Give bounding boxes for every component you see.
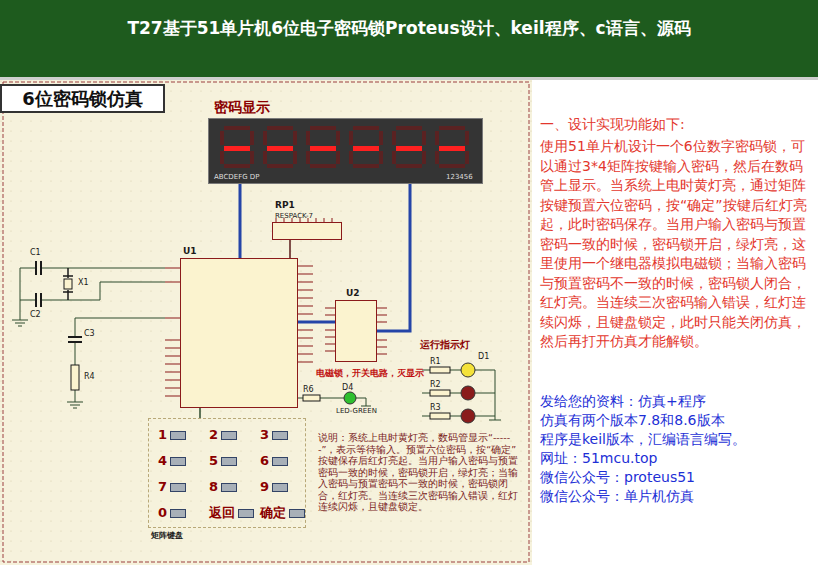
red-led	[461, 386, 475, 400]
resistor-symbol	[71, 365, 79, 390]
key-label: 7	[158, 479, 167, 495]
key-button: 5	[206, 451, 250, 471]
key-button: 2	[206, 425, 250, 445]
part-name: U1	[183, 246, 197, 257]
info-line: 微信公众号：proteus51	[540, 469, 695, 486]
page-title: T27基于51单片机6位电子密码锁Proteus设计、keil程序、c语言、源码	[0, 17, 818, 39]
resistor-symbol	[430, 390, 450, 396]
part-name: R1	[430, 357, 441, 367]
key-label: 确定	[260, 505, 286, 521]
part-name: R6	[303, 385, 314, 395]
lit-segment	[224, 146, 250, 151]
key-label: 8	[209, 479, 218, 495]
sheet-title-box: 6位密码锁仿真	[0, 84, 165, 113]
description-text: 使用51单片机设计一个6位数字密码锁，可以通过3*4矩阵按键输入密码，然后在数码…	[540, 137, 812, 352]
part-name: X1	[78, 278, 89, 288]
reset-wires	[67, 318, 165, 408]
part-value: LED-GREEN	[336, 407, 377, 415]
group-heading: 运行指示灯	[420, 339, 470, 351]
part-name: C1	[30, 248, 41, 258]
lit-segment	[267, 146, 293, 151]
keypad-caption: 矩阵键盘	[151, 531, 183, 541]
bus-connector	[377, 184, 410, 331]
key-label: 9	[260, 479, 269, 495]
capacitor-symbol	[68, 337, 82, 342]
key-button: 6	[257, 451, 301, 471]
key-label: 返回	[209, 505, 235, 521]
key-label: 0	[158, 505, 167, 521]
key-label: 3	[260, 427, 269, 443]
mcu-chip: U1	[180, 258, 298, 408]
u1-left-pins	[165, 268, 180, 396]
driver-chip: U2	[335, 300, 377, 362]
key-label: 2	[209, 427, 218, 443]
resistor-symbol	[430, 413, 450, 419]
key-button: 0	[155, 503, 199, 523]
info-line: 仿真有两个版本7.8和8.6版本	[540, 412, 725, 429]
section-heading: 一、设计实现功能如下:	[540, 116, 685, 133]
schematic-grid	[0, 80, 532, 565]
part-name: C3	[84, 329, 95, 339]
part-name: U2	[346, 288, 360, 299]
seven-segment-body	[208, 118, 483, 184]
bus-connector	[239, 184, 242, 258]
part-value: RESPACK-7	[275, 212, 313, 220]
part-name: R3	[430, 403, 441, 413]
sheet-border	[3, 82, 529, 562]
resistor-pack: RP1RESPACK-7	[272, 222, 342, 240]
matrix-keypad: 矩阵键盘1234567890返回确定	[148, 418, 306, 528]
key-button: 7	[155, 477, 199, 497]
key-label: 4	[158, 453, 167, 469]
pin-label: ABCDEFG DP	[214, 173, 259, 181]
display-heading: 密码显示	[214, 99, 270, 115]
crystal-wires	[12, 268, 165, 326]
key-label: 6	[260, 453, 269, 469]
lit-segment	[310, 146, 336, 151]
circuit-note: 电磁锁，开关电路，灭显示	[316, 368, 424, 378]
resistor-symbol	[303, 395, 320, 401]
schematic-note: 说明：系统上电时黄灯亮，数码管显示“------”，表示等待输入。预置六位密码，…	[318, 432, 524, 513]
key-button: 3	[257, 425, 301, 445]
bus-connector	[298, 321, 335, 324]
part-name: D1	[478, 352, 489, 362]
schematic-sheet	[0, 80, 532, 565]
part-name: D4	[342, 383, 353, 393]
info-line: 微信公众号：单片机仿真	[540, 488, 694, 505]
key-label: 5	[209, 453, 218, 469]
part-name: C2	[30, 310, 41, 320]
capacitor-symbol	[36, 261, 41, 307]
u1-right-pins	[298, 266, 313, 362]
key-button: 1	[155, 425, 199, 445]
part-name: R2	[430, 380, 441, 390]
yellow-led	[461, 363, 475, 377]
info-line: 网址：51mcu.top	[540, 450, 657, 467]
key-button: 8	[206, 477, 250, 497]
lit-segment	[439, 146, 465, 151]
key-button: 9	[257, 477, 301, 497]
info-line: 发给您的资料：仿真+程序	[540, 393, 706, 410]
crystal-symbol	[63, 268, 73, 300]
part-name: RP1	[275, 200, 295, 210]
key-label: 1	[158, 427, 167, 443]
crystal-symbol	[64, 279, 72, 289]
lit-segment	[396, 146, 422, 151]
title-banner	[0, 0, 818, 77]
pin-label: 123456	[446, 173, 473, 181]
unlit-segments	[222, 128, 467, 166]
key-button: 返回	[206, 503, 261, 523]
resistor-symbol	[430, 367, 450, 373]
wire-connector	[289, 240, 291, 258]
key-button: 确定	[257, 503, 312, 523]
sheet-title: 6位密码锁仿真	[22, 87, 143, 111]
part-name: R4	[84, 372, 95, 382]
wire-connector	[199, 408, 201, 418]
key-button: 4	[155, 451, 199, 471]
lit-segment	[353, 146, 379, 151]
info-line: 程序是keil版本，汇编语言编写。	[540, 431, 746, 448]
red-led	[461, 409, 475, 423]
green-led	[344, 392, 356, 404]
banner-rule	[0, 77, 818, 80]
